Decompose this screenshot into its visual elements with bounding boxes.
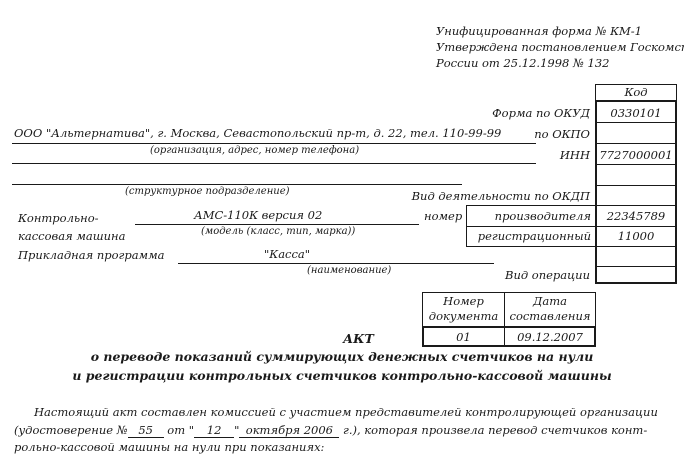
act-subtitle-2: и регистрации контрольных счетчиков конт…	[72, 368, 612, 383]
okud-label: Форма по ОКУД	[492, 106, 590, 120]
manufacturer-label: производителя	[494, 209, 591, 223]
approval-line: Утверждена постановлением Госкомстата	[436, 40, 684, 54]
registration-value: 11000	[617, 229, 655, 243]
kkm-model-value: АМС-110К версия 02	[194, 208, 323, 222]
codes-header: Код	[624, 85, 648, 99]
manufacturer-value: 22345789	[606, 209, 666, 223]
operation-label: Вид операции	[505, 268, 590, 282]
app-caption: (наименование)	[307, 265, 392, 276]
body-line-1: Настоящий акт составлен комиссией с учас…	[34, 405, 658, 419]
kkm-model-caption: (модель (класс, тип, марка))	[201, 226, 356, 237]
certificate-month-year: октября 2006	[239, 423, 340, 438]
okud-value: 0330101	[610, 106, 662, 120]
organization-value: ООО "Альтернатива", г. Москва, Севастопо…	[14, 126, 502, 140]
body-line-3: рольно-кассовой машины на нули при показ…	[14, 440, 325, 454]
codes-header-cell: Код	[595, 84, 677, 101]
number-label: номер	[424, 209, 463, 223]
subdivision-caption: (структурное подразделение)	[125, 186, 290, 197]
okpo-label: по ОКПО	[534, 127, 590, 141]
certificate-number: 55	[127, 423, 164, 438]
doc-value-box	[422, 326, 596, 347]
approval-date-line: России от 25.12.1998 № 132	[436, 56, 610, 70]
organization-caption: (организация, адрес, номер телефона)	[150, 145, 360, 156]
from-word: от	[167, 423, 186, 437]
close-quote: "	[234, 423, 240, 437]
app-value: "Касса"	[264, 247, 311, 261]
body-line-2-rest: г.), которая произвела перевод счетчиков…	[343, 423, 648, 437]
kkm-label-2: кассовая машина	[18, 229, 126, 243]
okdp-label: Вид деятельности по ОКДП	[411, 189, 590, 203]
inn-label: ИНН	[559, 148, 590, 162]
doc-number-header-1: Номер	[443, 294, 484, 308]
certificate-day: 12	[194, 423, 235, 438]
inn-value: 7727000001	[599, 148, 673, 162]
act-title: АКТ	[343, 331, 374, 346]
doc-number-value: 01	[456, 330, 471, 344]
certificate-label: (удостоверение №	[14, 423, 128, 437]
doc-date-header-2: составления	[509, 309, 591, 323]
app-label: Прикладная программа	[18, 248, 165, 262]
doc-number-header-2: документа	[428, 309, 499, 323]
open-quote: "	[188, 423, 195, 437]
doc-date-value: 09.12.2007	[517, 330, 583, 344]
form-name: Унифицированная форма № КМ-1	[436, 24, 642, 38]
kkm-label-1: Контрольно-	[18, 211, 99, 225]
codes-column	[595, 100, 677, 284]
act-subtitle-1: о переводе показаний суммирующих денежны…	[90, 349, 594, 364]
doc-date-header-1: Дата	[533, 294, 567, 308]
registration-label: регистрационный	[477, 229, 591, 243]
